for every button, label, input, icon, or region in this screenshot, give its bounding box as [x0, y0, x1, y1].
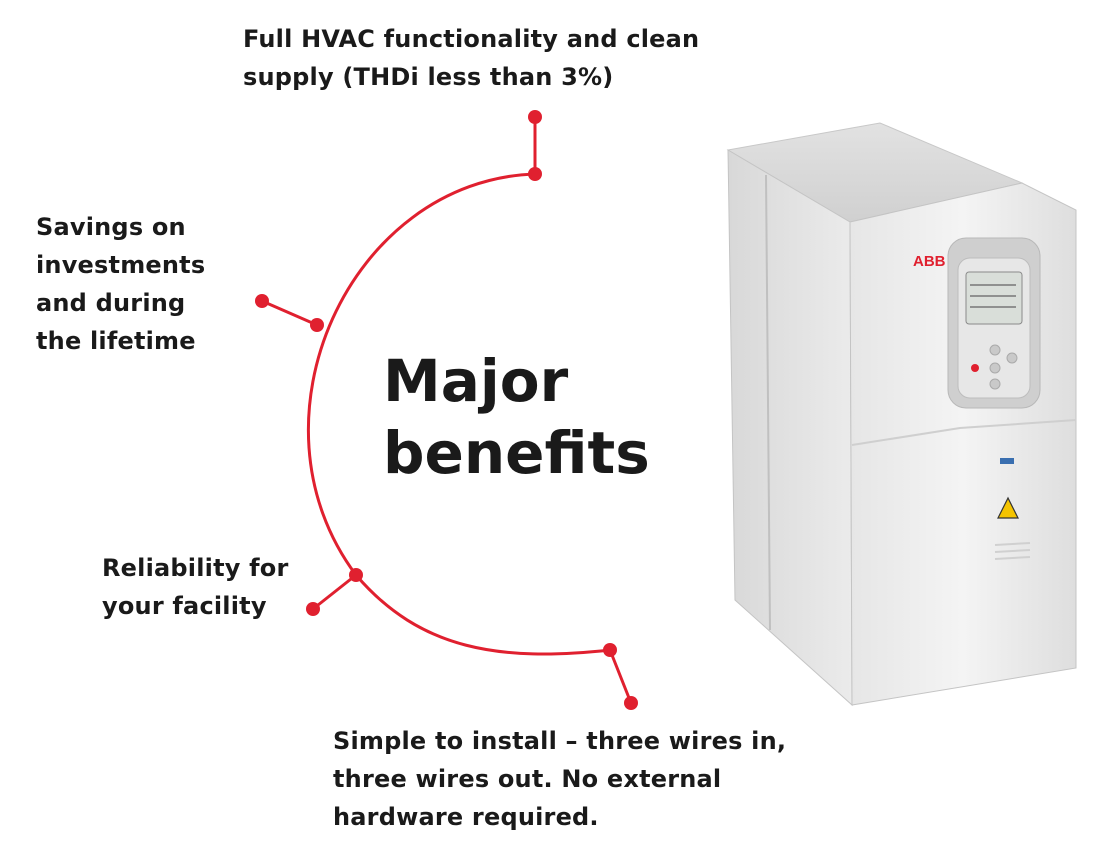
benefit-hvac-label: Full HVAC functionality and clean supply… [243, 25, 700, 91]
dot-savings-end [255, 294, 269, 308]
major-benefits-heading: Major benefits [383, 347, 650, 487]
dot-reliability-arc [349, 568, 363, 582]
drive-side [727, 149, 853, 707]
benefit-install-label: Simple to install – three wires in, thre… [333, 727, 787, 831]
warning-icon [997, 496, 1019, 519]
benefit-reliability-label: Reliability for your facility [102, 554, 289, 620]
dot-savings-arc [310, 318, 324, 332]
dot-hvac-arc [528, 167, 542, 181]
dot-reliability-end [306, 602, 320, 616]
drive-badge [1000, 458, 1014, 464]
dot-install-arc [603, 643, 617, 657]
leader-savings [261, 299, 318, 327]
dot-install-end [624, 696, 638, 710]
panel-key-red [971, 364, 979, 372]
benefit-savings-label: Savings on investments and during the li… [36, 213, 206, 355]
dot-hvac-end [528, 110, 542, 124]
abb-logo: ABB [913, 253, 946, 270]
control-panel-display [965, 271, 1023, 325]
leader-install [608, 649, 633, 704]
benefits-arc [307, 172, 611, 656]
leader-reliability [312, 573, 357, 611]
